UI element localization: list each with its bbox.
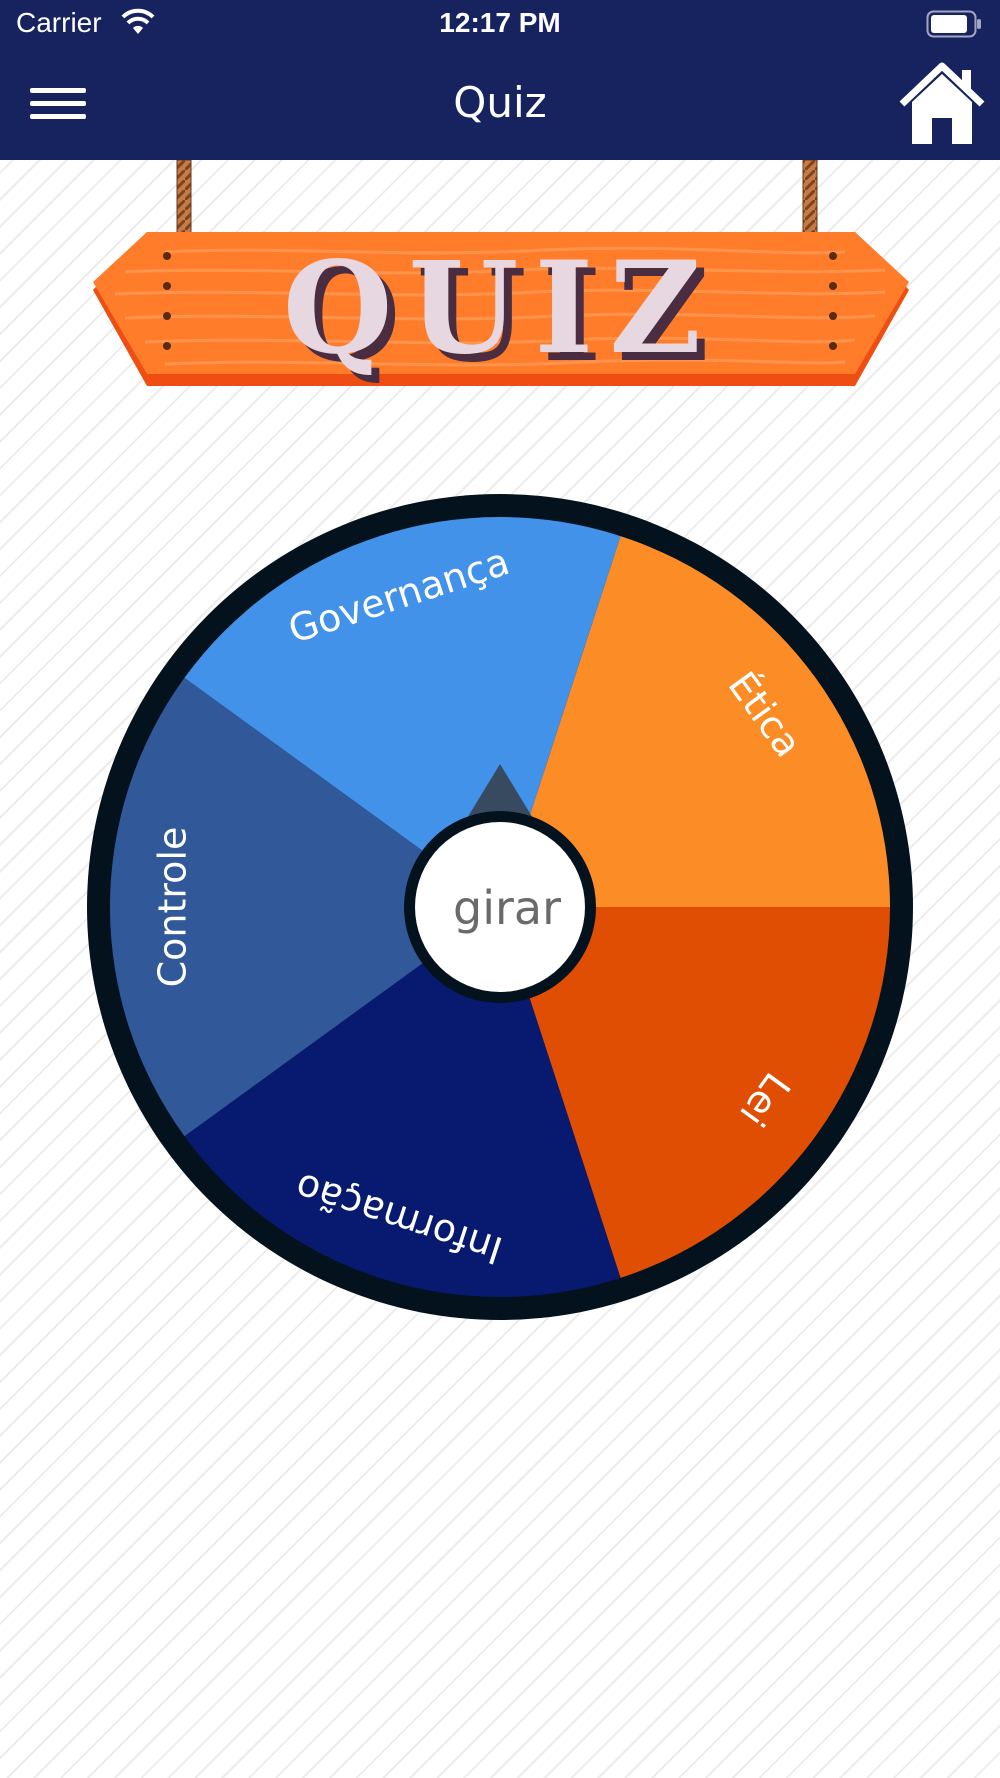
battery-icon xyxy=(926,10,981,38)
wheel-segment-4 xyxy=(109,677,501,1137)
status-bar: Carrier 12:17 PM xyxy=(0,0,1000,50)
wifi-icon xyxy=(121,8,155,34)
hamburger-menu-icon[interactable] xyxy=(24,78,92,128)
wheel-segments xyxy=(109,516,891,1298)
banner-title-shadow: QUIZ xyxy=(291,242,726,390)
page-title: Quiz xyxy=(453,78,547,127)
nav-bar: Quiz xyxy=(0,50,1000,160)
banner-rope-right xyxy=(802,160,818,235)
spin-button[interactable] xyxy=(415,822,585,992)
status-time: 12:17 PM xyxy=(439,7,561,38)
wheel-segment-label-4: Controle xyxy=(151,827,195,988)
banner-rope-left xyxy=(176,160,192,235)
wheel-segment-2 xyxy=(500,907,890,1278)
spin-button-label[interactable]: girar xyxy=(453,881,561,935)
wheel-segment-1 xyxy=(500,536,891,907)
banner-board xyxy=(93,232,909,386)
wheel-segment-3 xyxy=(184,907,621,1298)
carrier-label: Carrier xyxy=(16,7,102,38)
quiz-banner: QUIZ QUIZ xyxy=(93,160,909,390)
banner-title: QUIZ xyxy=(283,234,718,382)
home-icon[interactable] xyxy=(898,60,986,150)
